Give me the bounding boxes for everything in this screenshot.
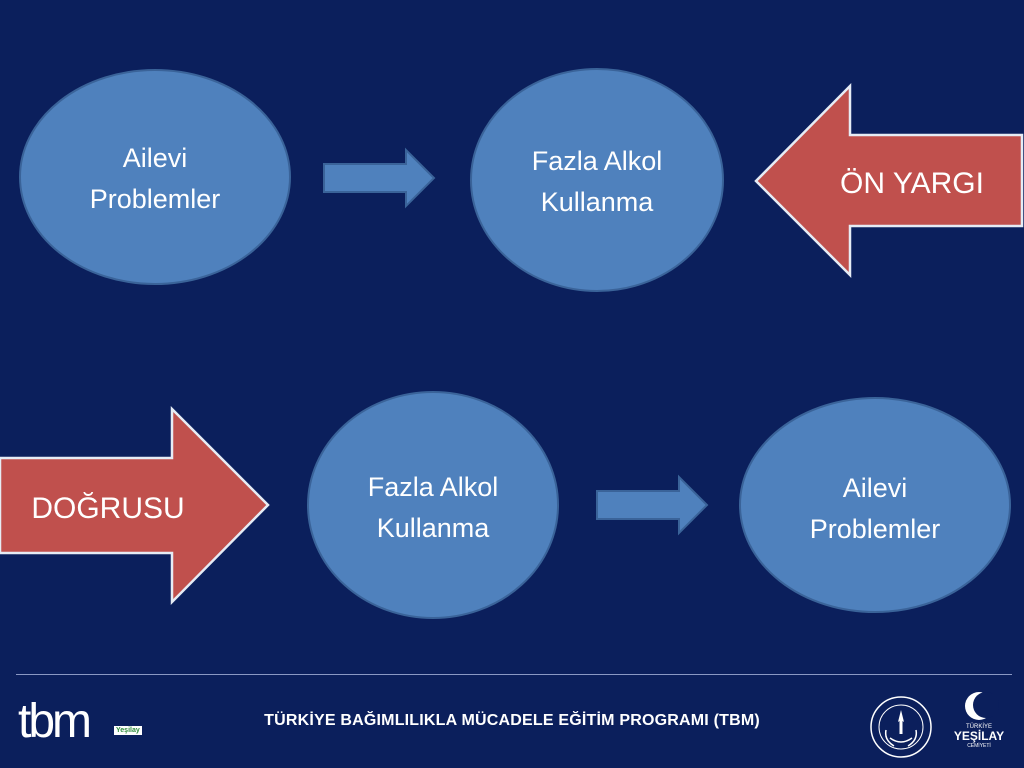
tbm-logo-text: tbm [18, 695, 92, 748]
yesilay-logo-line1: TÜRKİYE [965, 724, 992, 730]
circle-alcohol-use-bottom-line1: Fazla Alkol [368, 472, 499, 502]
circle-family-problems-bottom [739, 397, 1011, 613]
footer-divider [16, 674, 1012, 675]
yesilay-logo: TÜRKİYE YEŞİLAY CEMİYETİ [948, 690, 1010, 764]
prejudice-arrow-label: ÖN YARGI [840, 167, 984, 200]
circle-family-problems-top-line1: Ailevi [123, 143, 188, 173]
circle-alcohol-use-top [470, 68, 724, 292]
circle-alcohol-use-bottom-line2: Kullanma [377, 513, 491, 543]
truth-arrow-label: DOĞRUSU [31, 492, 184, 525]
tbm-logo: tbm Yeşilay [18, 695, 142, 756]
circle-family-problems-bottom-line2: Problemler [810, 514, 941, 544]
circle-family-problems-top [19, 69, 291, 285]
program-title: TÜRKİYE BAĞIMLILIKLA MÜCADELE EĞİTİM PRO… [264, 712, 760, 729]
flow-arrow-bottom [596, 474, 709, 536]
yesilay-logo-line3: CEMİYETİ [967, 743, 991, 749]
ministry-seal-icon [870, 696, 932, 758]
prejudice-arrow [754, 82, 1024, 279]
crescent-icon [965, 692, 999, 720]
tbm-logo-tag: Yeşilay [114, 726, 142, 735]
circle-alcohol-use-top-line2: Kullanma [541, 187, 655, 217]
yesilay-logo-line2: YEŞİLAY [953, 729, 1005, 743]
flow-arrow-top [323, 147, 436, 209]
circle-family-problems-bottom-line1: Ailevi [843, 473, 908, 503]
truth-arrow [0, 405, 270, 606]
circle-alcohol-use-top-line1: Fazla Alkol [532, 146, 663, 176]
circle-alcohol-use-bottom [307, 391, 559, 619]
circle-family-problems-top-line2: Problemler [90, 184, 221, 214]
